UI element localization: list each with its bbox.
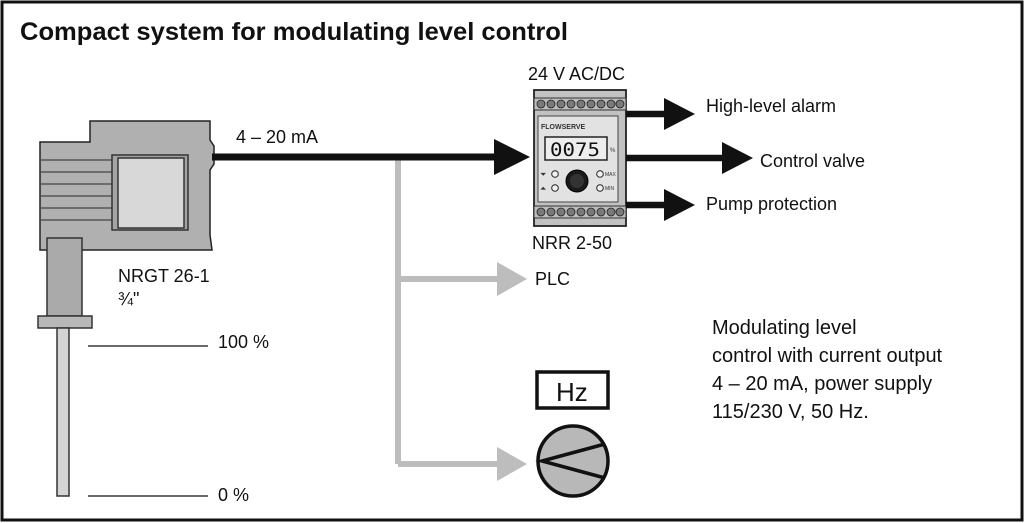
plc-label: PLC (535, 269, 570, 289)
output-label-valve: Control valve (760, 151, 865, 171)
min-label: MIN (605, 186, 615, 192)
max-led (596, 170, 604, 178)
description-line-1: Modulating level (712, 317, 857, 339)
output-label-pump: Pump protection (706, 194, 837, 214)
vfd-label: Hz (556, 377, 588, 407)
plc-arrow-head (497, 262, 527, 296)
diagram-title: Compact system for modulating level cont… (20, 18, 568, 46)
branch-lines (395, 157, 500, 467)
sensor-rod (56, 327, 70, 497)
sensor-size-label: ¾" (118, 289, 139, 309)
pump-icon (535, 424, 610, 498)
sensor-window (117, 157, 185, 229)
description-line-3: 4 – 20 mA, power supply (712, 373, 932, 395)
output-label-alarm: High-level alarm (706, 96, 836, 116)
signal-label: 4 – 20 mA (236, 127, 318, 147)
sensor-model-label: NRGT 26-1 (118, 266, 210, 286)
description-line-4: 115/230 V, 50 Hz. (712, 401, 869, 423)
controller-display (544, 136, 608, 161)
rotary-knob-highlight (570, 174, 584, 188)
alarm-arrow-head (664, 98, 695, 130)
valve-arrow-head (722, 142, 753, 174)
supply-label: 24 V AC/DC (528, 64, 625, 84)
output-arrows (626, 110, 726, 209)
terminal-screws-top (536, 99, 625, 109)
level-label-bottom: 0 % (218, 485, 249, 505)
signal-arrow-head (494, 139, 530, 175)
controller-brand: FLOWSERVE (541, 124, 586, 131)
pump-indicator-icon: ⏶ (540, 184, 547, 193)
vfd-box (535, 370, 610, 410)
indicator-led-1 (551, 170, 559, 178)
sensor-flange (37, 315, 93, 329)
alarm-indicator-icon: ⏷ (539, 170, 546, 179)
level-sensor (37, 120, 215, 497)
pump-arrow-head (664, 189, 695, 221)
vfd-arrow-head (497, 447, 527, 481)
controller-display-value: 0075 (550, 139, 600, 161)
indicator-led-2 (551, 184, 559, 192)
controller-model-label: NRR 2-50 (532, 233, 612, 253)
description-line-2: control with current output (712, 345, 943, 367)
max-label: MAX (605, 172, 617, 178)
sensor-fins (40, 159, 112, 221)
level-label-top: 100 % (218, 332, 269, 352)
sensor-neck (46, 237, 83, 317)
min-led (596, 184, 604, 192)
controller-display-unit: % (610, 148, 616, 154)
terminal-screws-bottom (536, 207, 625, 217)
controller-unit: FLOWSERVE 0075 % ⏷ ⏶ MAX MIN (533, 89, 627, 227)
